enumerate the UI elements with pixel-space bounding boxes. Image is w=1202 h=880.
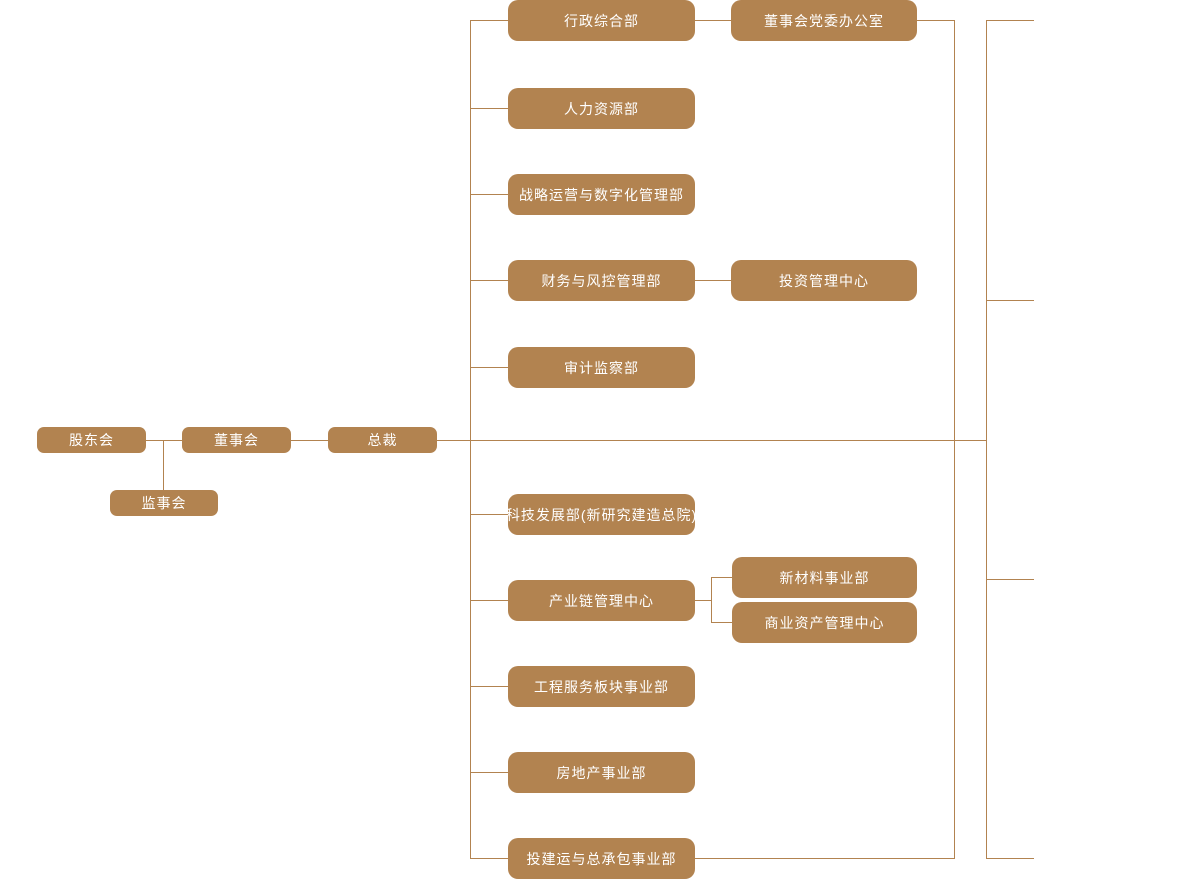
connector-to-newmaterials [711,577,732,578]
connector-right-stub-3 [986,579,1034,580]
org-node-president: 总裁 [328,427,437,453]
connector-right-stub-1 [986,20,1034,21]
org-node-board: 董事会 [182,427,291,453]
connector-branch-audit [470,367,508,368]
connector-industrychain-stem [695,600,711,601]
connector-branch-engineering [470,686,508,687]
connector-investbuild-rail1 [695,858,954,859]
connector-to-commercialassets [711,622,732,623]
connector-drop-supervisory [163,440,164,490]
org-node-supervisory: 监事会 [110,490,218,516]
connector-branch-finance [470,280,508,281]
connector-right-rail-1 [954,20,955,859]
org-node-real-estate: 房地产事业部 [508,752,695,793]
connector-branch-realestate [470,772,508,773]
org-node-shareholders: 股东会 [37,427,146,453]
connector-branch-industrychain [470,600,508,601]
connector-industrychain-elbow [711,577,712,623]
connector-shareholders-board [146,440,182,441]
connector-branch-investbuild [470,858,508,859]
connector-right-stub-2 [986,300,1034,301]
connector-partyoffice-rail1 [917,20,954,21]
connector-left-spine [470,20,471,859]
org-node-commercial-assets: 商业资产管理中心 [732,602,917,643]
connector-branch-hr [470,108,508,109]
org-node-strategy-digital: 战略运营与数字化管理部 [508,174,695,215]
connector-branch-strategy [470,194,508,195]
org-node-tech-dev: 科技发展部(新研究建造总院) [506,494,696,535]
connector-finance-investmentcenter [695,280,731,281]
connector-board-president [291,440,328,441]
org-node-invest-build-epc: 投建运与总承包事业部 [508,838,695,879]
org-node-engineering-services: 工程服务板块事业部 [508,666,695,707]
org-node-audit: 审计监察部 [508,347,695,388]
org-node-finance-risk: 财务与风控管理部 [508,260,695,301]
org-node-new-materials: 新材料事业部 [732,557,917,598]
org-node-admin-general: 行政综合部 [508,0,695,41]
connector-branch-techdev [470,514,508,515]
org-node-hr: 人力资源部 [508,88,695,129]
connector-trunk [437,440,986,441]
connector-right-stub-4 [986,858,1034,859]
connector-admin-partyoffice [695,20,731,21]
connector-branch-admin [470,20,508,21]
org-node-investment-center: 投资管理中心 [731,260,917,301]
connector-right-rail-2 [986,20,987,859]
org-node-board-party-office: 董事会党委办公室 [731,0,917,41]
org-node-industry-chain: 产业链管理中心 [508,580,695,621]
